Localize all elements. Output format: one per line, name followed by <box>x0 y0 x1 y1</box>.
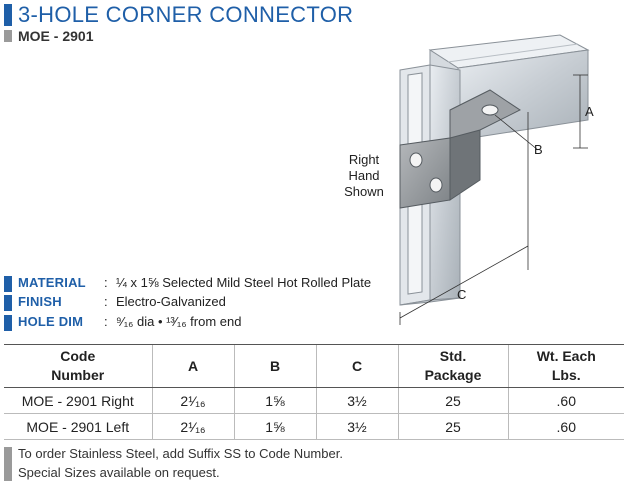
col-c: C <box>315 344 398 388</box>
spec-accent-bar <box>4 315 12 331</box>
spec-accent-bar <box>4 276 12 292</box>
connector-illustration <box>399 34 590 325</box>
cell-b: 1⅝ <box>233 413 316 440</box>
cell-code: MOE - 2901 Left <box>4 413 152 440</box>
cell-c: 3½ <box>315 413 398 440</box>
cell-package: 25 <box>397 413 508 440</box>
spec-hole-dim: HOLE DIM : ⁹⁄₁₆ dia • ¹³⁄₁₆ from end <box>4 313 404 333</box>
product-table: Code Number A B C Std. Package Wt. Each … <box>4 344 624 440</box>
spec-key: HOLE DIM <box>18 314 84 329</box>
spec-finish: FINISH : Electro-Galvanized <box>4 293 404 313</box>
part-code: MOE - 2901 <box>18 28 94 44</box>
col-code-number: Code Number <box>4 344 152 388</box>
subtitle-accent-bar <box>4 30 12 42</box>
col-std-package: Std. Package <box>397 344 508 388</box>
spec-material: MATERIAL : ¼ x 1⅝ Selected Mild Steel Ho… <box>4 274 404 294</box>
spec-accent-bar <box>4 295 12 311</box>
corner-plate <box>399 89 521 209</box>
spec-colon: : <box>104 294 108 309</box>
cell-weight: .60 <box>507 387 624 414</box>
cell-code: MOE - 2901 Right <box>4 387 152 414</box>
spec-colon: : <box>104 314 108 329</box>
cell-a: 2¹⁄₁₆ <box>151 413 234 440</box>
dimension-lines <box>399 74 588 325</box>
note-stainless: To order Stainless Steel, add Suffix SS … <box>18 446 343 461</box>
right-hand-note: Right Hand Shown <box>344 152 384 199</box>
cell-a: 2¹⁄₁₆ <box>151 387 234 414</box>
spec-value: Electro-Galvanized <box>116 294 226 309</box>
dim-c-label: C <box>457 287 467 302</box>
spec-key: MATERIAL <box>18 275 86 290</box>
spec-colon: : <box>104 275 108 290</box>
note-special-sizes: Special Sizes available on request. <box>18 465 220 480</box>
table-header-row: Code Number A B C Std. Package Wt. Each … <box>4 344 624 388</box>
spec-value: ¼ x 1⅝ Selected Mild Steel Hot Rolled Pl… <box>116 275 372 290</box>
col-b: B <box>233 344 316 388</box>
dim-b-label: B <box>534 142 543 157</box>
cell-package: 25 <box>397 387 508 414</box>
page-title: 3-HOLE CORNER CONNECTOR <box>18 2 354 27</box>
table-row: MOE - 2901 Right 2¹⁄₁₆ 1⅝ 3½ 25 .60 <box>4 387 624 414</box>
spec-value: ⁹⁄₁₆ dia • ¹³⁄₁₆ from end <box>116 314 242 329</box>
cell-b: 1⅝ <box>233 387 316 414</box>
col-weight: Wt. Each Lbs. <box>507 344 624 388</box>
cell-c: 3½ <box>315 387 398 414</box>
spec-key: FINISH <box>18 294 62 309</box>
table-row: MOE - 2901 Left 2¹⁄₁₆ 1⅝ 3½ 25 .60 <box>4 413 624 440</box>
note-accent-bar <box>4 447 12 481</box>
dim-a-label: A <box>585 104 594 119</box>
col-a: A <box>151 344 234 388</box>
title-accent-bar <box>4 4 12 26</box>
cell-weight: .60 <box>507 413 624 440</box>
